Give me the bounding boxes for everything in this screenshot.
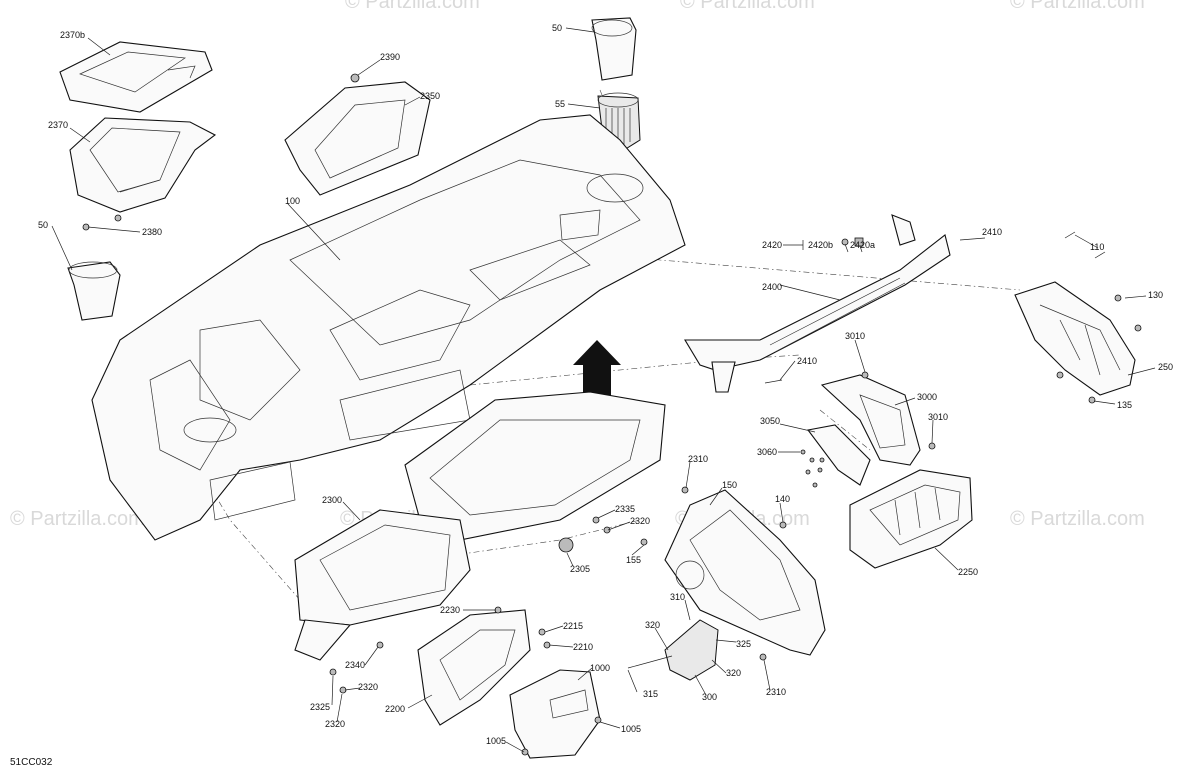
callout-2320-upper: 2320 <box>630 516 650 526</box>
callout-2200: 2200 <box>385 704 405 714</box>
storage-lid-2370b <box>59 41 213 113</box>
callout-2230: 2230 <box>440 605 460 615</box>
callout-320-lower: 320 <box>726 668 741 678</box>
callout-2350: 2350 <box>420 91 440 101</box>
callout-2400: 2400 <box>762 282 782 292</box>
callout-310: 310 <box>670 592 685 602</box>
callout-3000: 3000 <box>917 392 937 402</box>
callout-320-upper: 320 <box>645 620 660 630</box>
hardware-fasteners <box>82 214 1142 756</box>
callout-2320-lower: 2320 <box>325 719 345 729</box>
callout-2390: 2390 <box>380 52 400 62</box>
callout-2410-top: 2410 <box>982 227 1002 237</box>
callout-2310-lower: 2310 <box>766 687 786 697</box>
callout-2420: 2420 <box>762 240 782 250</box>
fasteners-3060 <box>800 449 825 488</box>
bracket-3050 <box>807 424 871 486</box>
cup-holder-insert-50-top <box>591 17 637 81</box>
callout-2305: 2305 <box>570 564 590 574</box>
callout-2210: 2210 <box>573 642 593 652</box>
steering-support-150 <box>664 489 826 656</box>
callout-1000: 1000 <box>590 663 610 673</box>
watermark-top-center: © Partzilla.com <box>345 0 480 13</box>
glovebox-door-1000 <box>509 669 601 759</box>
callout-2380: 2380 <box>142 227 162 237</box>
diagram-code: 51CC032 <box>10 757 53 768</box>
callout-130: 130 <box>1148 290 1163 300</box>
callout-2250: 2250 <box>958 567 978 577</box>
bracket-3000 <box>820 374 921 466</box>
callout-140: 140 <box>775 494 790 504</box>
support-rail-2400 <box>684 214 951 393</box>
lower-tray-2300 <box>294 391 666 661</box>
watermark-right: © Partzilla.com <box>1010 508 1145 530</box>
callout-3010-mid: 3010 <box>928 412 948 422</box>
callout-315: 315 <box>643 689 658 699</box>
callout-2320-mid: 2320 <box>358 682 378 692</box>
watermark-top-far-right: © Partzilla.com <box>1010 0 1145 13</box>
callout-2335: 2335 <box>615 504 635 514</box>
callout-110: 110 <box>1090 242 1104 252</box>
watermark-left: © Partzilla.com <box>10 508 145 530</box>
watermark-top-right: © Partzilla.com <box>680 0 815 13</box>
callout-2310-top: 2310 <box>688 454 708 464</box>
callout-3060: 3060 <box>757 447 777 457</box>
callout-2325: 2325 <box>310 702 330 712</box>
callout-1005-right: 1005 <box>621 724 641 734</box>
side-bracket-250 <box>1014 281 1136 396</box>
callout-2300: 2300 <box>322 495 342 505</box>
callout-300: 300 <box>702 692 717 702</box>
callout-100: 100 <box>285 196 300 206</box>
lower-bracket-2200 <box>417 609 531 726</box>
callout-50-top: 50 <box>552 23 562 33</box>
callout-2215: 2215 <box>563 621 583 631</box>
callout-150: 150 <box>722 480 737 490</box>
callout-1005-left: 1005 <box>486 736 506 746</box>
vent-cluster-2250 <box>849 469 973 569</box>
callout-2370b: 2370b <box>60 30 85 40</box>
dashboard-console-100 <box>91 114 686 541</box>
callout-3010-top: 3010 <box>845 331 865 341</box>
callout-325: 325 <box>736 639 751 649</box>
callout-55: 55 <box>555 99 565 109</box>
callout-2410-mid: 2410 <box>797 356 817 366</box>
pivot-bracket-300 <box>627 619 719 681</box>
callout-50-left: 50 <box>38 220 48 230</box>
cup-holder-insert-50-left <box>67 261 121 321</box>
leader-lines <box>51 27 1156 753</box>
callout-2370: 2370 <box>48 120 68 130</box>
callout-2420a: 2420a <box>850 240 875 250</box>
callout-250: 250 <box>1158 362 1173 372</box>
upper-trim-panel-2350 <box>284 73 431 196</box>
storage-bin-2370 <box>69 117 217 213</box>
callout-3050: 3050 <box>760 416 780 426</box>
callout-155: 155 <box>626 555 641 565</box>
callout-2340: 2340 <box>345 660 365 670</box>
callout-labels: 2370b 2390 50 55 2370 2350 2380 100 50 2… <box>38 23 1173 746</box>
callout-135: 135 <box>1117 400 1132 410</box>
callout-2420b: 2420b <box>808 240 833 250</box>
